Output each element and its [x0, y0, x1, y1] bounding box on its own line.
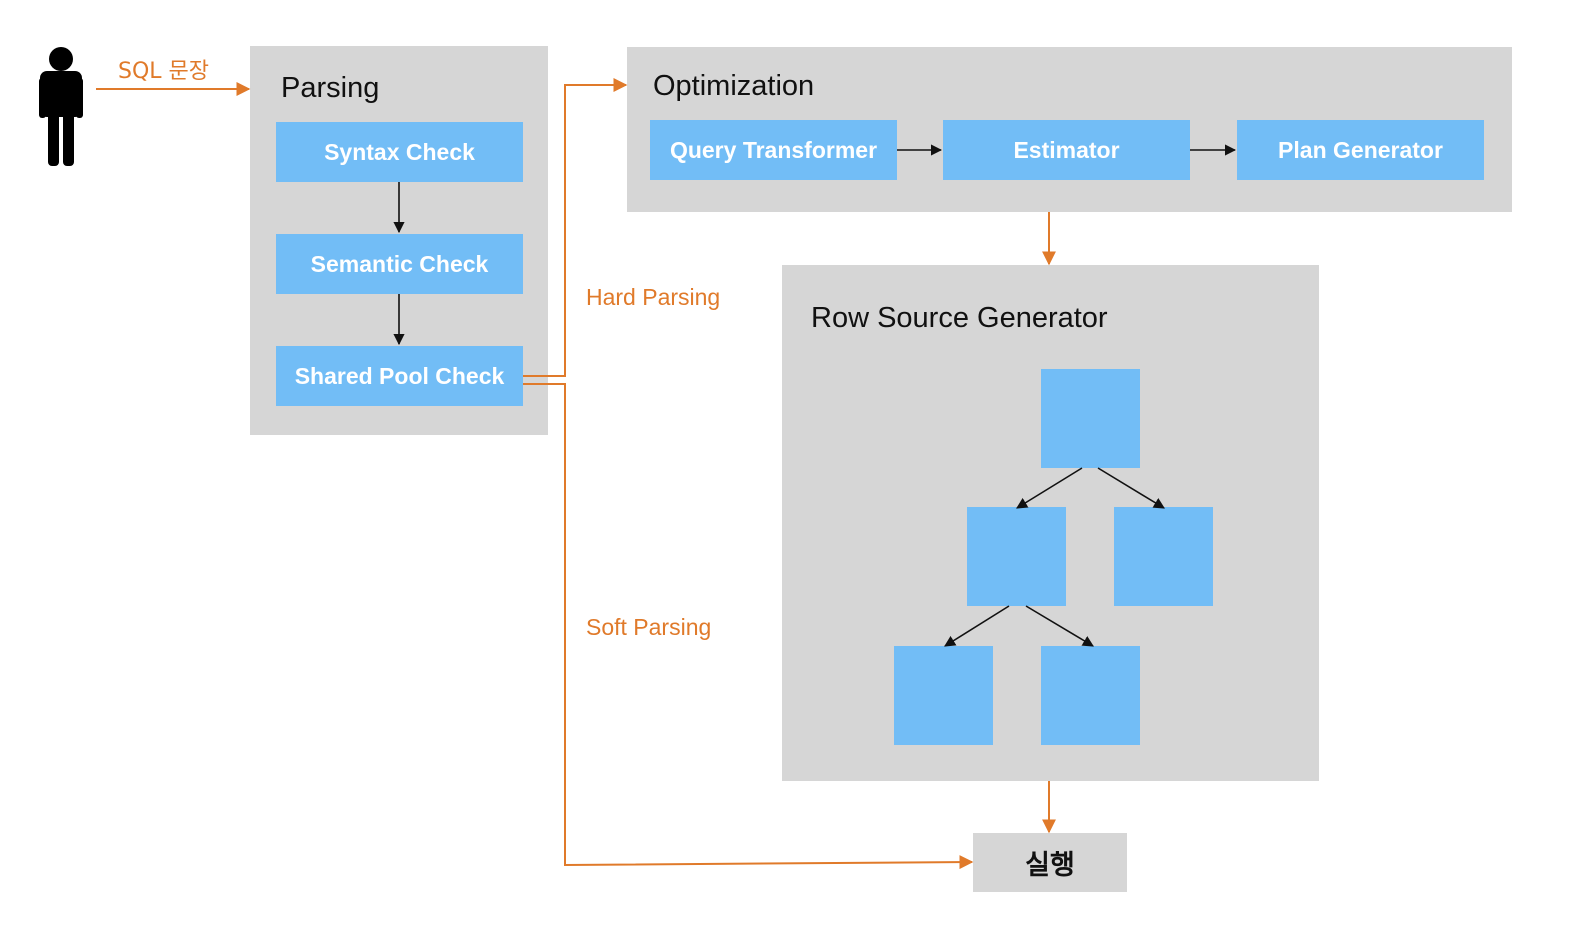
plan-generator-box: Plan Generator — [1237, 120, 1484, 180]
hard-parsing-label: Hard Parsing — [586, 284, 721, 310]
tree-node-left — [967, 507, 1066, 606]
query-transformer-box: Query Transformer — [650, 120, 897, 180]
tree-edge-left-left — [944, 605, 1010, 647]
person-icon — [39, 47, 83, 166]
tree-node-root — [1041, 369, 1140, 468]
tree-node-left-left — [894, 646, 993, 745]
sql-statement-label: SQL 문장 — [118, 59, 210, 84]
hard-parsing-path — [523, 78, 628, 377]
syntax-check-box: Syntax Check — [276, 122, 523, 182]
optimization-title: Optimization — [653, 70, 815, 102]
soft-parsing-label: Soft Parsing — [586, 614, 712, 640]
shared-pool-check-box: Shared Pool Check — [276, 346, 523, 406]
execute-box: 실행 — [973, 833, 1127, 892]
soft-parsing-path — [523, 383, 974, 870]
semantic-check-box: Semantic Check — [276, 234, 523, 294]
estimator-box: Estimator — [943, 120, 1190, 180]
tree-edge-left-right — [1025, 605, 1094, 647]
tree-node-left-right — [1041, 646, 1140, 745]
tree-edge-root-right — [1097, 467, 1165, 509]
row-source-title: Row Source Generator — [811, 302, 1108, 334]
tree-node-right — [1114, 507, 1213, 606]
parsing-title: Parsing — [281, 72, 380, 104]
tree-edge-root-left — [1016, 467, 1083, 509]
